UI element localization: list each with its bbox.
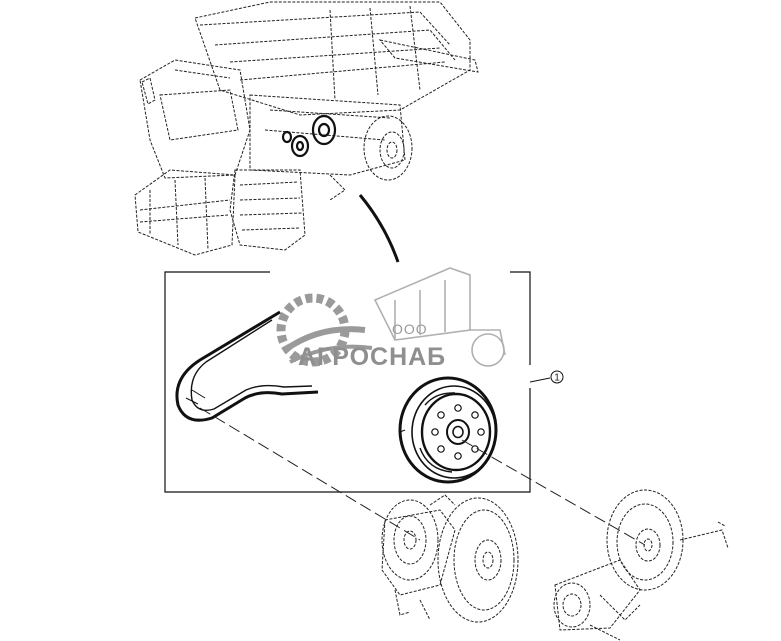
watermark-company-prefix: ООО [392,321,428,337]
watermark-company-name: АГРОСНАБ [298,343,446,371]
combine-harvester-illustration [134,1,479,256]
location-leader-line [358,194,400,263]
callout-1: 1 [529,370,564,384]
callout-number: 1 [554,373,560,384]
assembly-leader-lines [199,407,646,546]
lower-left-pulley-assembly [381,494,519,623]
drive-location-highlight [281,114,337,158]
pulley-part [398,376,498,484]
lower-right-pulley-assembly [553,489,729,641]
watermark-harvester-icon [373,267,506,367]
gear-leaf-logo-icon [276,293,373,367]
detail-frame [164,271,531,493]
watermark: ООО АГРОСНАБ [276,267,506,371]
v-belt-part [175,310,319,422]
